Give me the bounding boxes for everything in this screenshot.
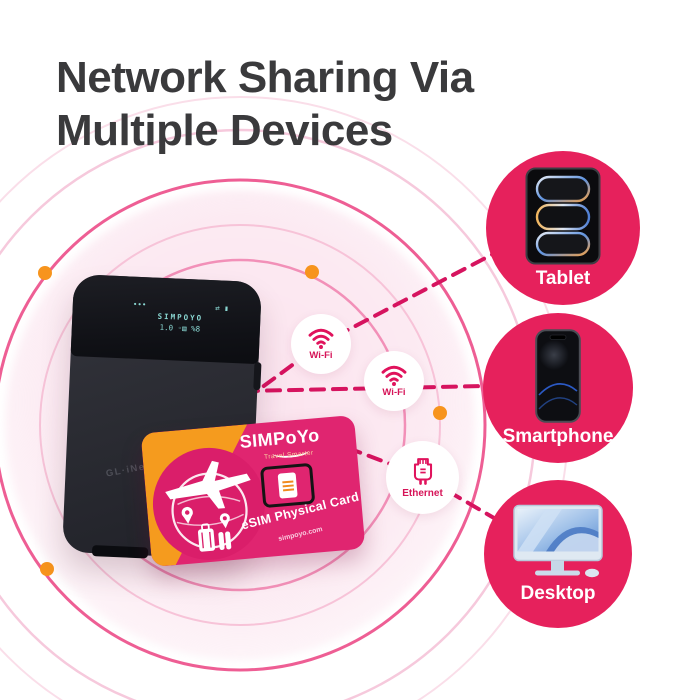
smartphone-icon [535, 328, 581, 423]
hotspot-screen: ••• ⇄ ▮ SIMPOYO 1.0 ◦▤ %8 [123, 290, 237, 343]
map-pin-icon [219, 513, 230, 529]
wifi-icon [308, 328, 334, 349]
travel-illustration-backdrop [148, 443, 270, 565]
globe-travel-illustration [165, 460, 251, 552]
card-tagline: Travel Smarter [263, 449, 314, 461]
suitcase-icon [197, 523, 216, 552]
battery-icon: ⇄ ▮ [215, 302, 230, 313]
ethernet-badge: Ethernet [386, 441, 459, 514]
desktop-icon [513, 504, 603, 577]
sim-card: SIMPoYo Travel Smarter eSIM Physical Car… [140, 414, 366, 568]
client-circle-smartphone: Smartphone [483, 313, 633, 463]
desktop-label: Desktop [520, 582, 596, 604]
wifi-badge-label: Wi-Fi [309, 350, 333, 361]
title-line-1: Network Sharing Via [56, 53, 474, 102]
title-line-2: Multiple Devices [56, 105, 393, 155]
client-circle-tablet: Tablet [486, 151, 640, 305]
mouse-icon [585, 568, 599, 577]
signal-dots-icon: ••• [132, 299, 147, 309]
wifi-badge: Wi-Fi [364, 351, 424, 411]
client-circle-desktop: Desktop [484, 480, 632, 628]
tablet-label: Tablet [535, 267, 591, 289]
orange-dot-icon [38, 266, 52, 280]
map-pin-icon [181, 506, 193, 524]
wifi-badge-label: Wi-Fi [382, 387, 406, 398]
smartphone-label: Smartphone [502, 425, 614, 447]
wifi-badge: Wi-Fi [291, 314, 351, 374]
page-title: Network Sharing Via Multiple Devices [56, 52, 474, 158]
person-legs [225, 531, 232, 550]
sim-chip-icon [277, 472, 298, 499]
ethernet-badge-label: Ethernet [402, 487, 443, 499]
wifi-icon [381, 365, 407, 386]
tablet-icon [525, 167, 601, 264]
airplane-icon [165, 460, 251, 509]
hotspot-power-button [253, 361, 262, 391]
ethernet-icon [413, 457, 432, 485]
card-website: simpoyo.com [277, 526, 324, 544]
